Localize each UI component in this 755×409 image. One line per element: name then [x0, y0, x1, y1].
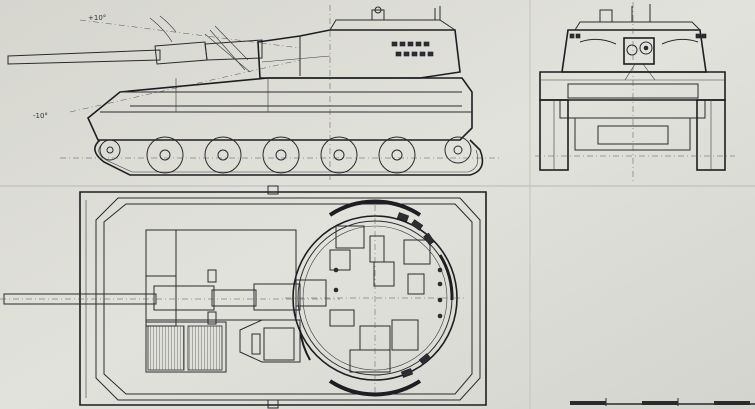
side-road-wheels [99, 136, 472, 174]
top-view [0, 185, 487, 409]
elevation-up-label: +10° [88, 14, 106, 22]
top-engine-deck [145, 229, 301, 373]
top-hull-outline [79, 185, 487, 409]
front-tracks [539, 99, 726, 171]
top-gun-barrel [0, 269, 340, 325]
turret-smoke-dischargers [391, 41, 434, 57]
top-turret-interior [285, 205, 465, 395]
scale-bar [570, 398, 755, 406]
side-turret [257, 6, 461, 79]
side-gun-barrel [7, 39, 263, 65]
side-hull [87, 77, 473, 141]
engine-grille-left [147, 325, 185, 371]
front-view [535, 2, 735, 182]
front-smoke-dischargers [569, 33, 707, 39]
top-periscopes [396, 212, 435, 378]
side-view: +10° -10° [7, 5, 500, 180]
elevation-down-label: -10° [33, 112, 48, 120]
side-track [94, 139, 484, 176]
engine-grille-right [187, 325, 223, 371]
